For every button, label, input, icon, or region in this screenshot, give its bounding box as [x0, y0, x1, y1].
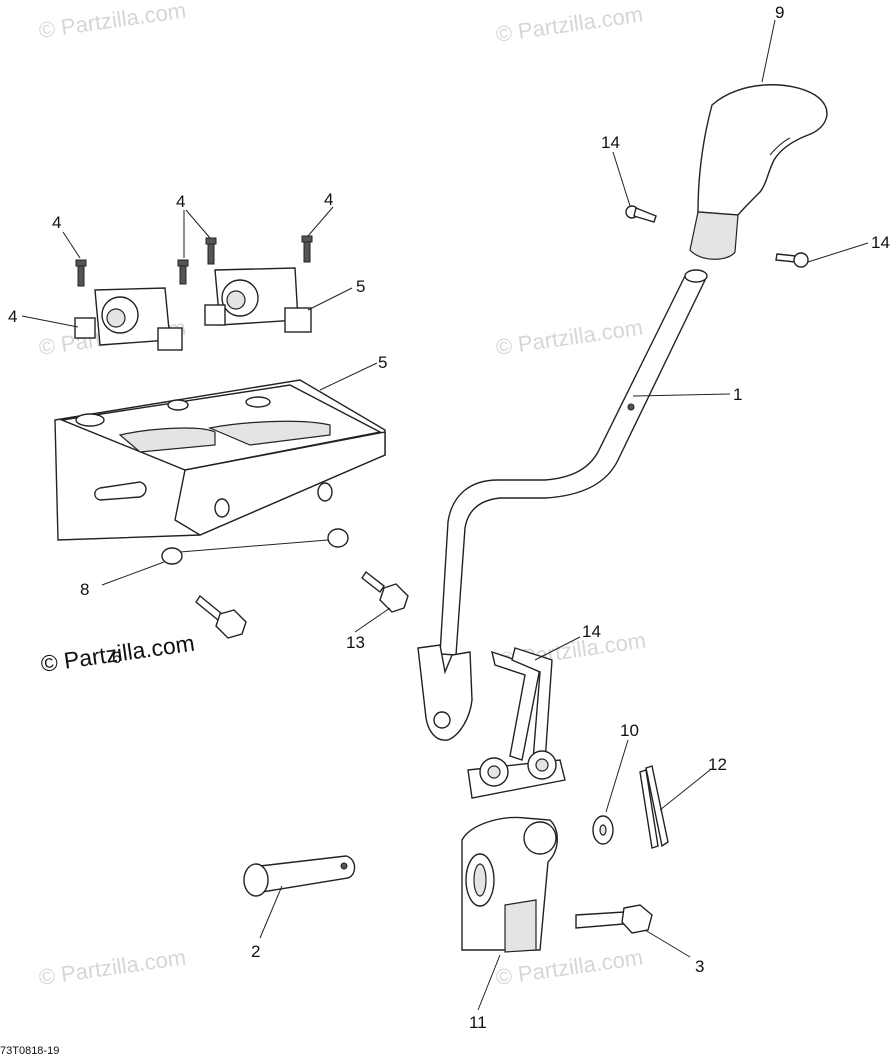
callout-label: 12	[708, 755, 727, 774]
callout-label: 4	[52, 213, 61, 232]
callout-label: 13	[346, 633, 365, 652]
leader-line	[644, 929, 691, 958]
leader-line	[761, 19, 776, 83]
small-screw	[205, 237, 217, 265]
mounting-bracket	[54, 379, 386, 541]
callout-label: 4	[8, 307, 17, 326]
watermark: © Partzilla.com	[494, 315, 644, 360]
callout-label: 5	[356, 277, 365, 296]
callout-label: 14	[871, 233, 890, 252]
small-screw	[177, 259, 189, 285]
callout-label: 11	[469, 1013, 487, 1032]
small-screw	[301, 235, 313, 263]
screw	[625, 205, 657, 223]
leader-line	[259, 885, 283, 939]
callout-label: 6	[112, 648, 121, 667]
leader-line	[354, 607, 391, 633]
callout-label: 5	[378, 353, 387, 372]
callout-label: 8	[80, 580, 89, 599]
small-screw	[75, 259, 87, 287]
leader-line	[179, 539, 329, 553]
leader-line	[307, 206, 334, 237]
pivot-block	[74, 287, 183, 351]
watermark-dark: © Partzilla.com	[39, 630, 196, 677]
callout-label: 10	[620, 721, 639, 740]
leader-line	[807, 242, 869, 263]
leader-line	[477, 954, 501, 1011]
hex-bolt	[575, 904, 653, 934]
shift-knob	[689, 84, 828, 260]
figure-code: 73T0818-19	[0, 1045, 59, 1057]
spring-link	[467, 647, 566, 799]
pivot-block	[204, 267, 312, 333]
watermark: © Partzilla.com	[37, 0, 187, 43]
callout-label: 14	[601, 133, 620, 152]
leader-line	[659, 769, 711, 811]
shift-arm	[461, 816, 558, 953]
callout-label: 9	[775, 3, 784, 22]
washer	[592, 815, 614, 845]
callout-label: 4	[324, 190, 333, 209]
leader-line	[21, 315, 79, 328]
callout-label: 4	[176, 192, 185, 211]
leader-line	[605, 739, 629, 813]
cotter-pin	[639, 765, 669, 849]
leader-line	[62, 231, 81, 259]
leader-line	[101, 561, 165, 586]
clevis-pin	[243, 855, 356, 897]
callout-label: 3	[695, 957, 704, 976]
callout-label: 2	[251, 942, 260, 961]
leader-line	[307, 287, 353, 311]
leader-line	[185, 209, 211, 239]
leader-line	[612, 151, 631, 207]
lever-clevis	[417, 644, 473, 741]
leader-line	[632, 393, 731, 397]
leader-line	[534, 636, 581, 661]
o-ring	[161, 528, 349, 565]
screw	[775, 252, 809, 268]
hex-bolt	[361, 570, 409, 613]
callout-label: 14	[582, 622, 601, 641]
watermark: © Partzilla.com	[37, 945, 187, 990]
hex-bolt	[195, 594, 247, 639]
watermark: © Partzilla.com	[494, 2, 644, 47]
callout-label: 1	[733, 385, 742, 404]
leader-line	[319, 362, 378, 391]
